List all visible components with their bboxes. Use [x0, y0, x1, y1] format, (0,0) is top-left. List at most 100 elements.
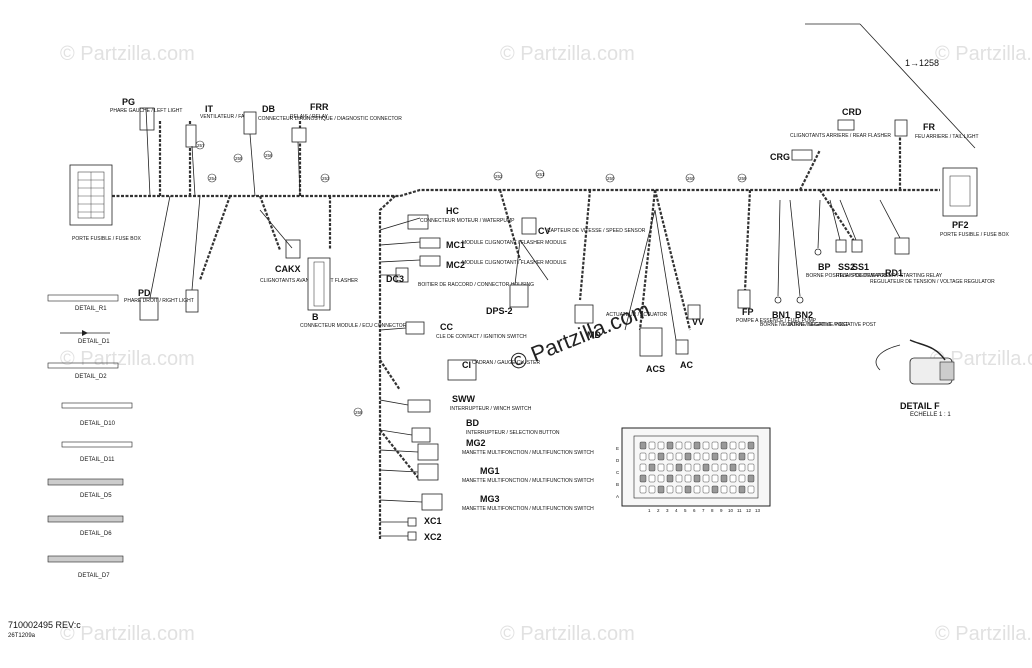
splice-number: 258: [355, 410, 363, 415]
watermark: © Partzilla.com: [500, 43, 635, 65]
connector-desc: RELAIS DE DEMARREUR / STARTING RELAY: [836, 273, 943, 279]
ecu-pin-cavity: [729, 452, 737, 461]
ecu-pin-label: 10: [728, 508, 734, 513]
connector-frr: FRR RELAIS / RELAY: [290, 102, 329, 143]
connector-desc: MANETTE MULTIFONCTION / MULTIFUNCTION SW…: [462, 506, 594, 512]
connector-code: VV: [692, 317, 704, 327]
detail-r1: DETAIL_R1: [47, 294, 119, 312]
splice-number: 250: [607, 176, 615, 181]
connector-code: MC2: [446, 260, 465, 270]
connector-desc: MANETTE MULTIFONCTION / MULTIFUNCTION SW…: [462, 450, 594, 456]
ecu-pin-cavity: [684, 441, 692, 450]
reference-callout: 1→1258: [805, 23, 976, 149]
detail-label: DETAIL_D10: [80, 421, 116, 427]
ecu-pin-cavity: [720, 463, 728, 472]
detail-d10: DETAIL_D10: [61, 402, 133, 427]
ecu-pin-label: 4: [675, 508, 678, 513]
connector-mg2: MG2 MANETTE MULTIFONCTION / MULTIFUNCTIO…: [417, 438, 594, 461]
ecu-pin-cavity: [675, 463, 683, 472]
connector-code: CC: [440, 322, 453, 332]
splice-tags: 257 255 256 254 253 252 251 250 260 259 …: [195, 140, 747, 417]
ecu-pin-cavity: [720, 485, 728, 494]
connector-code: DPS-2: [486, 306, 513, 316]
ecu-pin-cavity: [738, 485, 746, 494]
connector-code: CRD: [842, 107, 862, 117]
detail-d5: DETAIL_D5: [47, 478, 124, 499]
ecu-pin-label: 3: [666, 508, 669, 513]
ecu-pin-cavity: [711, 485, 719, 494]
connector-code: MG1: [480, 466, 500, 476]
watermark: © Partzilla.com: [930, 348, 1032, 370]
ecu-pin-cavity: [684, 485, 692, 494]
watermark-layer: © Partzilla.com © Partzilla.com © Partzi…: [60, 43, 1032, 645]
ecu-pin-cavity: [639, 485, 647, 494]
connector-code: BD: [466, 418, 479, 428]
connector-desc: CONNECTEUR MODULE / ECU CONNECTOR: [300, 323, 407, 329]
ecu-pin-cavity: [702, 452, 710, 461]
connector-desc: BORNE NEGATIVE / NEGATIVE POST: [760, 322, 848, 328]
connector-desc: INTERRUPTEUR / SELECTION BUTTON: [466, 430, 560, 436]
part-number: 710002495 REV:c: [8, 620, 81, 630]
splice-number: 253: [322, 176, 330, 181]
connector-desc: CONNECTEUR MOTEUR / WATERPUMP: [420, 218, 515, 224]
connector-ac: AC: [675, 339, 693, 370]
connector-crg: CRG CLIGNOTANTS ARRIERE / REAR FLASHER: [770, 133, 891, 162]
splice-number: 260: [687, 176, 695, 181]
connector-code: PF2: [952, 220, 969, 230]
connector-dps2: DPS-2: [486, 284, 529, 316]
ecu-pin-cavity: [747, 441, 755, 450]
connector-desc: ACTUATEUR / ACTUATOR: [606, 312, 668, 318]
ecu-pin-cavity: [747, 452, 755, 461]
ecu-pin-cavity: [729, 441, 737, 450]
ecu-pin-cavity: [639, 474, 647, 483]
connector-b: B CONNECTEUR MODULE / ECU CONNECTOR: [300, 257, 407, 329]
connector-bn2: BN2 BORNE NEGATIVE / NEGATIVE POST: [788, 296, 876, 328]
detail-d6: DETAIL_D6: [47, 515, 124, 537]
ecu-pin-label: 11: [737, 508, 742, 513]
ecu-pin-cavity: [639, 452, 647, 461]
detail-label: DETAIL_D6: [80, 531, 112, 537]
footer: 710002495 REV:c 26T1209a: [8, 620, 81, 639]
splice-number: 251: [537, 172, 545, 177]
watermark: © Partzilla.com: [935, 43, 1032, 65]
splice-number: 252: [495, 174, 503, 179]
connector-desc: REGULATEUR DE TENSION / VOLTAGE REGULATO…: [870, 279, 995, 285]
ecu-pin-cavity: [693, 452, 701, 461]
connector-desc: CLIGNOTANTS ARRIERE / REAR FLASHER: [790, 133, 891, 139]
ecu-pin-label: 6: [693, 508, 696, 513]
connector-bd: BD INTERRUPTEUR / SELECTION BUTTON: [411, 418, 560, 443]
connector-code: BN1: [772, 310, 790, 320]
connector-desc: INTERRUPTEUR / WINCH SWITCH: [450, 406, 532, 412]
connector-desc: CLE DE CONTACT / IGNITION SWITCH: [436, 334, 527, 340]
connector-code: AC: [680, 360, 693, 370]
ecu-pin-cavity: [657, 474, 665, 483]
splice-number: 254: [209, 176, 217, 181]
detail-d1: DETAIL_D1: [60, 330, 110, 345]
connector-desc: PORTE FUSIBLE / FUSE BOX: [940, 232, 1009, 238]
ecu-pin-cavity: [738, 463, 746, 472]
connector-code: MC1: [446, 240, 465, 250]
watermark: © Partzilla.com: [60, 348, 195, 370]
connector-mg1: MG1 MANETTE MULTIFONCTION / MULTIFUNCTIO…: [417, 463, 594, 484]
ecu-pin-cavity: [639, 441, 647, 450]
connector-code: ACS: [646, 364, 665, 374]
connector-mc2: MC2 MODULE CLIGNOTANT / FLASHER MODULE: [419, 255, 567, 270]
connector-code: MG3: [480, 494, 500, 504]
connector-code: XC1: [424, 516, 442, 526]
connector-cc: CC CLE DE CONTACT / IGNITION SWITCH: [405, 321, 527, 340]
ecu-pin-cavity: [711, 441, 719, 450]
connector-crd: CRD: [837, 107, 862, 131]
connector-acs: ACS: [639, 327, 665, 374]
ecu-pin-cavity: [702, 441, 710, 450]
connector-desc: CADRAN / GAUGE CLUSTER: [472, 360, 540, 366]
connector-code: CRG: [770, 152, 790, 162]
ecu-pin-cavity: [711, 474, 719, 483]
connector-code: DC3: [386, 274, 404, 284]
connector-code: B: [312, 312, 319, 322]
connector-code: BN2: [795, 310, 813, 320]
detail-label: DETAIL_D11: [80, 457, 115, 463]
connector-code: RD1: [885, 268, 903, 278]
connector-code: IT: [205, 104, 214, 114]
ecu-pin-grid: [639, 441, 755, 494]
